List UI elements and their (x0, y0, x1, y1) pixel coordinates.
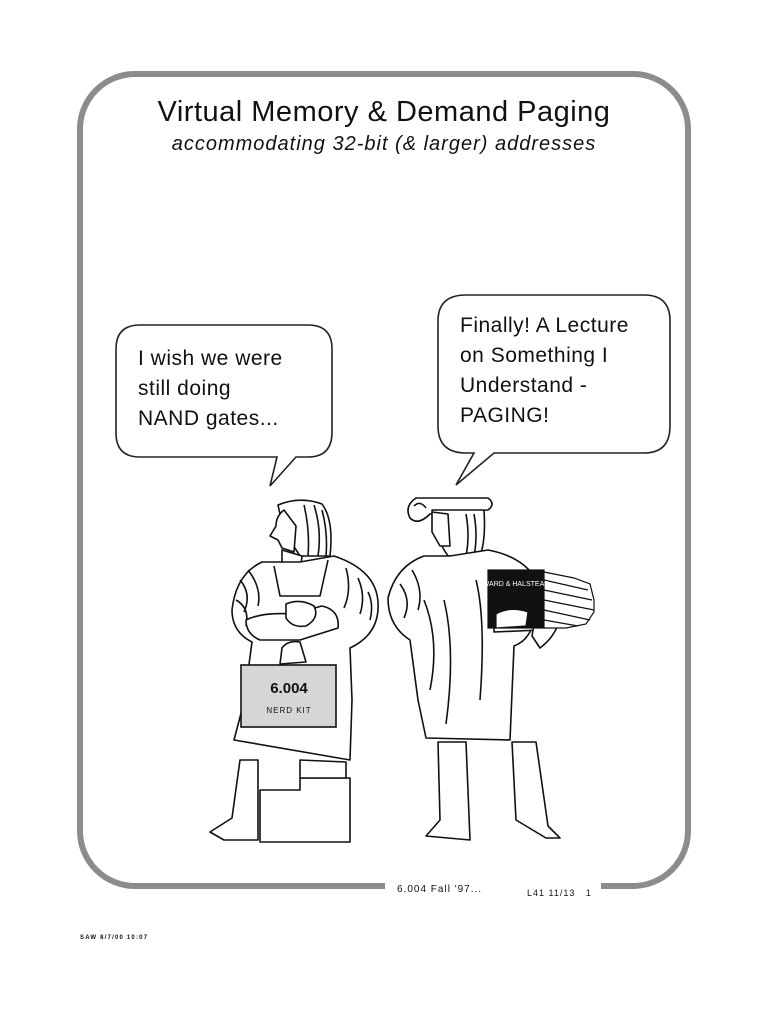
footer-box (385, 878, 601, 904)
right-bubble-line: PAGING! (460, 404, 550, 427)
right-speech-bubble (437, 294, 671, 486)
right-bubble-line: Finally! A Lecture (460, 314, 629, 337)
kit-title: 6.004 (270, 680, 308, 697)
left-bubble-line: I wish we were (138, 347, 283, 370)
footer-course: 6.004 Fall '97... (397, 884, 483, 895)
right-bubble-text: Finally! A Lecture on Something I Unders… (460, 311, 629, 431)
book (487, 569, 595, 629)
slide-title: Virtual Memory & Demand Paging (157, 96, 611, 128)
slide-frame (77, 71, 691, 889)
right-bubble-line: on Something I (460, 344, 609, 367)
slide-subtitle: accommodating 32-bit (& larger) addresse… (171, 133, 597, 155)
left-bubble-line: NAND gates... (138, 407, 279, 430)
left-bubble-text: I wish we were still doing NAND gates... (138, 344, 283, 434)
footer-slide-id: L41 11/13 1 (527, 888, 592, 898)
left-speech-bubble (115, 324, 333, 487)
print-stamp: SAW 8/7/00 10:07 (80, 935, 149, 941)
kit-subtitle: NERD KIT (266, 706, 311, 715)
right-bubble-line: Understand - (460, 374, 588, 397)
left-bubble-line: still doing (138, 377, 232, 400)
nerd-kit-box (240, 664, 337, 728)
book-title: WARD & HALSTEAD (483, 581, 550, 588)
right-figure (387, 497, 561, 841)
